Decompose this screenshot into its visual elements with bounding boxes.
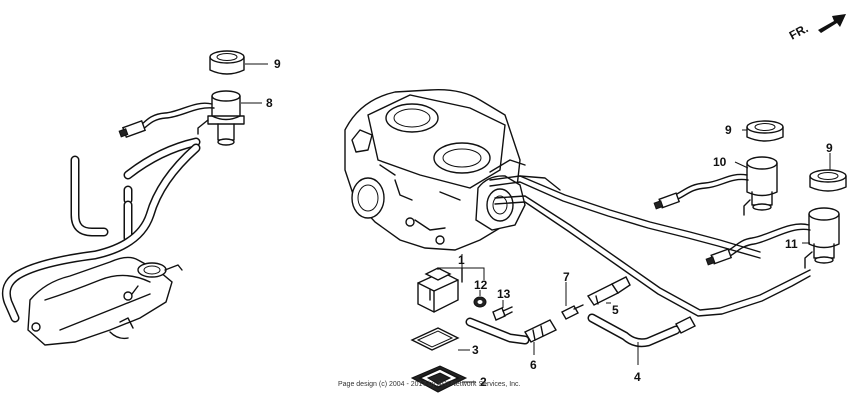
hose-6 <box>465 317 557 355</box>
callout-10: 10 <box>713 155 727 169</box>
left-assembly <box>1 50 268 346</box>
intake-manifold <box>27 256 183 346</box>
solenoid-valve-8 <box>118 90 262 146</box>
front-direction-arrow: FR. <box>787 14 846 43</box>
direction-label: FR. <box>787 21 811 42</box>
solenoid-valve-10 <box>653 156 778 216</box>
sensor-bracket-1 <box>417 254 485 313</box>
throttle-body-assembly <box>344 89 526 251</box>
washer-12 <box>473 290 487 308</box>
callout-9-left: 9 <box>274 57 281 71</box>
direction-arrow-icon <box>818 14 846 33</box>
callout-9-right-top: 9 <box>725 123 732 137</box>
callout-4: 4 <box>634 370 641 384</box>
hose-4 <box>587 313 696 365</box>
vacuum-hoses-left <box>1 137 201 323</box>
callout-9-right: 9 <box>826 141 833 155</box>
callout-12: 12 <box>474 278 488 292</box>
callout-8: 8 <box>266 96 273 110</box>
callout-1: 1 <box>458 253 465 267</box>
bolt-13 <box>492 300 513 321</box>
callout-7: 7 <box>563 270 570 284</box>
solenoid-valve-11 <box>705 207 840 269</box>
copyright-caption: Page design (c) 2004 - 2017 by ARI Netwo… <box>338 381 521 388</box>
connector-7 <box>561 282 584 320</box>
callout-5: 5 <box>612 303 619 317</box>
bracket-2 <box>410 365 476 393</box>
fitting-5 <box>586 276 631 306</box>
cap-9-upper-right <box>742 120 784 142</box>
cap-9-left <box>209 50 268 75</box>
cap-9-right <box>809 153 847 192</box>
gasket-3 <box>410 327 470 351</box>
callout-3: 3 <box>472 343 479 357</box>
callout-2: 2 <box>480 375 487 389</box>
callout-6: 6 <box>530 358 537 372</box>
vacuum-lines <box>489 159 811 317</box>
callout-13: 13 <box>497 287 511 301</box>
callout-11: 11 <box>785 237 798 251</box>
